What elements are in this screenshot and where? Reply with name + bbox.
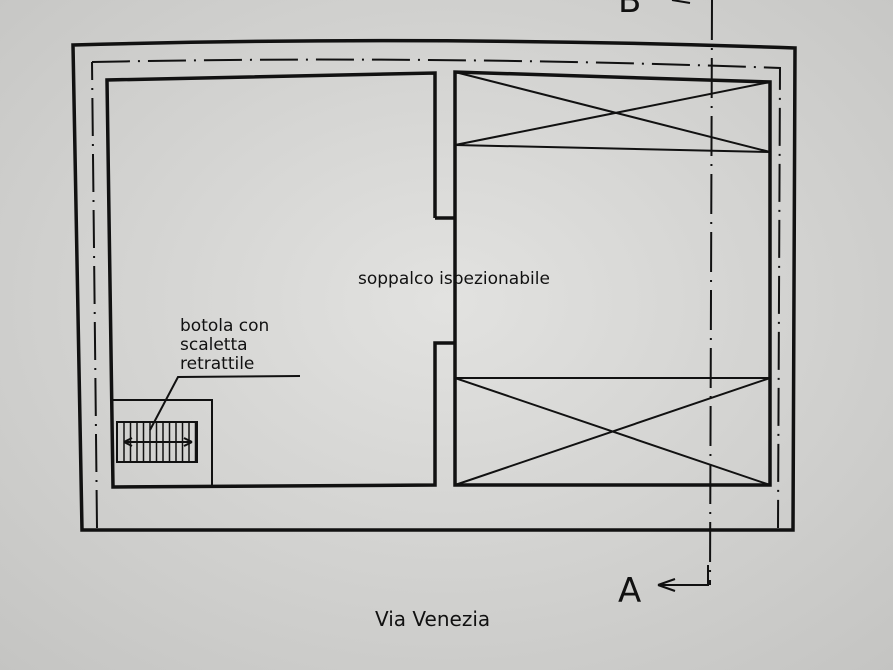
hatch-opening xyxy=(113,399,213,485)
section-b-label: B xyxy=(618,0,641,21)
hatch-label-2: scaletta xyxy=(180,335,248,355)
left-room-wall xyxy=(105,71,455,489)
section-arrow-b xyxy=(671,0,691,4)
inaccessible-area-bottom xyxy=(454,377,771,486)
outer-boundary xyxy=(71,38,797,532)
ladder-arrow xyxy=(123,437,193,447)
hatch-label-1: botola con xyxy=(180,316,269,336)
section-line xyxy=(709,0,713,586)
dash-dot-boundary xyxy=(91,58,782,529)
section-a-label: A xyxy=(618,571,641,611)
section-arrow-a xyxy=(657,565,709,592)
street-label: Via Venezia xyxy=(375,607,490,631)
inaccessible-area-top xyxy=(454,71,771,153)
hatch-label-3: retrattile xyxy=(180,354,254,374)
leader-line xyxy=(149,375,301,431)
room-label: soppalco ispezionabile xyxy=(358,269,550,289)
